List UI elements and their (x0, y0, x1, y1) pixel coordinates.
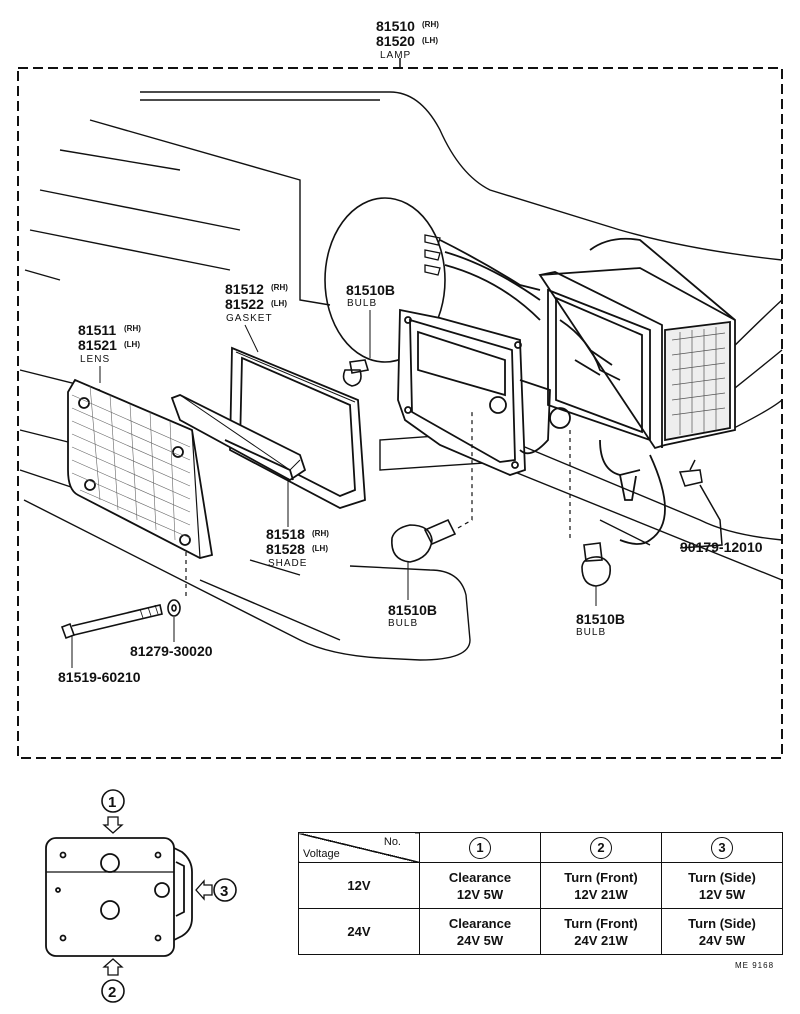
spec-cell: Turn (Front)12V 21W (540, 862, 662, 909)
view-arrow-1: 1 (101, 789, 125, 834)
svg-text:(RH): (RH) (422, 20, 439, 29)
label-shade: 81518 (RH) 81528 (LH) SHADE (266, 478, 329, 569)
label-washer: 81279-30020 (130, 643, 213, 659)
table-header-corner: No. Voltage (298, 832, 420, 863)
spec-cell: Turn (Side)12V 5W (661, 862, 783, 909)
svg-text:81279-30020: 81279-30020 (130, 643, 213, 659)
svg-text:81511: 81511 (78, 322, 116, 338)
svg-text:(LH): (LH) (124, 340, 140, 349)
lens-grid-right (671, 327, 726, 435)
label-bulb-middle: 81510B BULB (388, 602, 437, 629)
voltage-cell: 12V (298, 862, 420, 909)
svg-text:81510B: 81510B (388, 602, 437, 618)
no-label: No. (383, 836, 401, 848)
clip (678, 459, 723, 549)
svg-text:2: 2 (108, 984, 116, 1001)
lamp-face-view (45, 837, 193, 957)
label-screw: 81519-60210 (58, 669, 141, 685)
lens-grid-left (71, 385, 191, 541)
svg-text:81528: 81528 (266, 541, 305, 557)
washer (167, 552, 187, 642)
column-header-1: 1 (419, 832, 541, 863)
svg-text:GASKET: GASKET (226, 313, 273, 324)
view-arrow-3: 3 (195, 878, 237, 902)
spec-cell: Turn (Side)24V 5W (661, 908, 783, 955)
bulb-middle (391, 410, 473, 600)
svg-text:LAMP: LAMP (380, 50, 411, 61)
svg-text:81512: 81512 (225, 281, 264, 297)
label-gasket: 81512 (RH) 81522 (LH) GASKET (225, 281, 288, 353)
svg-text:81519-60210: 81519-60210 (58, 669, 141, 685)
view-arrow-2: 2 (101, 958, 125, 1003)
label-lamp: 81510 (RH) 81520 (LH) LAMP (376, 18, 439, 61)
lamp-housing (439, 237, 736, 545)
svg-text:BULB: BULB (576, 627, 606, 638)
svg-text:81522: 81522 (225, 296, 264, 312)
spec-cell: Turn (Front)24V 21W (540, 908, 662, 955)
svg-text:1: 1 (108, 794, 116, 811)
svg-text:81510B: 81510B (346, 282, 395, 298)
label-bulb-top: 81510B BULB (346, 282, 395, 309)
bulb-right (569, 430, 612, 606)
svg-text:(LH): (LH) (422, 36, 438, 45)
svg-text:(LH): (LH) (271, 299, 287, 308)
wire-connectors (424, 234, 441, 276)
label-lens: 81511 (RH) 81521 (LH) LENS (78, 322, 141, 383)
column-header-2: 2 (540, 832, 662, 863)
svg-text:81521: 81521 (78, 337, 117, 353)
voltage-cell: 24V (298, 908, 420, 955)
shade (170, 394, 307, 482)
svg-text:(LH): (LH) (312, 544, 328, 553)
socket-plate (397, 308, 571, 476)
svg-text:81510: 81510 (376, 18, 415, 34)
bulb-top (342, 310, 371, 387)
drawing-code: ME 9168 (735, 961, 775, 970)
svg-text:81518: 81518 (266, 526, 305, 542)
svg-text:(RH): (RH) (271, 283, 288, 292)
svg-text:BULB: BULB (347, 298, 377, 309)
label-clip: 90179-12010 (680, 539, 763, 555)
label-bulb-right: 81510B BULB (576, 611, 625, 638)
svg-text:LENS: LENS (80, 354, 110, 365)
svg-text:SHADE: SHADE (268, 558, 307, 569)
column-header-3: 3 (661, 832, 783, 863)
screw (60, 604, 163, 668)
lens (67, 378, 214, 559)
svg-text:BULB: BULB (388, 618, 418, 629)
svg-text:(RH): (RH) (124, 324, 141, 333)
svg-text:90179-12010: 90179-12010 (680, 539, 763, 555)
svg-text:(RH): (RH) (312, 529, 329, 538)
svg-text:3: 3 (220, 883, 228, 900)
voltage-label: Voltage (303, 848, 340, 860)
svg-text:81510B: 81510B (576, 611, 625, 627)
svg-text:81520: 81520 (376, 33, 415, 49)
